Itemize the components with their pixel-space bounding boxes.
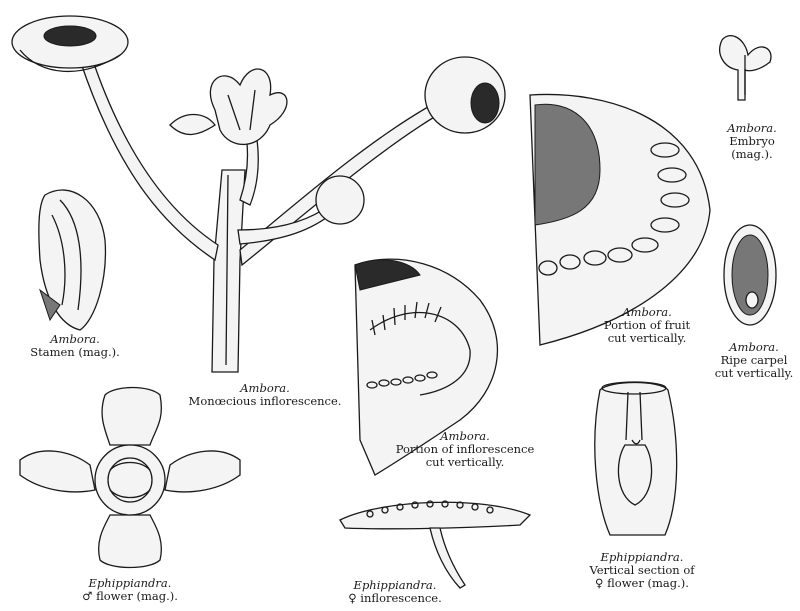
female-inflorescence-drawing xyxy=(339,500,532,589)
caption-stamen: Ambora. Stamen (mag.). xyxy=(30,333,120,359)
caption-line: Embryo xyxy=(729,134,775,148)
caption-line: cut vertically. xyxy=(607,331,687,345)
caption-fruit-section: Ambora. Portion of fruit cut vertically. xyxy=(604,306,690,345)
caption-genus: Ephippiandra. xyxy=(88,576,172,590)
inflorescence-section-drawing xyxy=(354,258,499,476)
caption-embryo: Ambora. Embryo (mag.). xyxy=(727,122,777,161)
caption-inflorescence-section: Ambora. Portion of inflorescence cut ver… xyxy=(396,430,535,469)
caption-genus: Ambora. xyxy=(622,305,672,319)
caption-line: Vertical section of xyxy=(589,563,695,577)
caption-line: Ripe carpel xyxy=(720,353,788,367)
caption-line: Portion of inflorescence xyxy=(395,442,535,456)
male-flower-drawing xyxy=(19,386,241,569)
caption-genus: Ambora. xyxy=(727,121,777,135)
caption-line: cut vertically. xyxy=(425,455,505,469)
caption-genus: Ambora. xyxy=(440,429,490,443)
caption-line: Stamen (mag.). xyxy=(30,345,120,359)
caption-genus: Ephippiandra. xyxy=(353,578,437,592)
caption-genus: Ambora. xyxy=(240,381,290,395)
stamen-drawing xyxy=(38,189,107,331)
caption-genus: Ephippiandra. xyxy=(600,550,684,564)
caption-genus: Ambora. xyxy=(729,340,779,354)
ripe-carpel-drawing xyxy=(723,224,777,326)
monoecious-inflorescence-drawing xyxy=(11,15,506,373)
caption-genus: Ambora. xyxy=(50,332,100,346)
embryo-drawing xyxy=(719,35,772,101)
caption-line: ♀ flower (mag.). xyxy=(595,576,689,590)
vertical-section-drawing xyxy=(594,381,678,536)
caption-monoecious-inflorescence: Ambora. Monœcious inflorescence. xyxy=(189,382,342,408)
caption-line: ♂ flower (mag.). xyxy=(82,589,178,603)
caption-vertical-section: Ephippiandra. Vertical section of ♀ flow… xyxy=(589,551,694,590)
caption-line: cut vertically. xyxy=(714,366,794,380)
caption-ripe-carpel: Ambora. Ripe carpel cut vertically. xyxy=(715,341,794,380)
caption-female-inflorescence: Ephippiandra. ♀ inflorescence. xyxy=(348,579,442,605)
caption-line: Portion of fruit xyxy=(603,318,691,332)
caption-line: Monœcious inflorescence. xyxy=(188,394,342,408)
caption-line: (mag.). xyxy=(731,147,773,161)
fruit-section-drawing xyxy=(529,93,711,346)
caption-male-flower: Ephippiandra. ♂ flower (mag.). xyxy=(82,577,178,603)
caption-line: ♀ inflorescence. xyxy=(348,591,442,605)
